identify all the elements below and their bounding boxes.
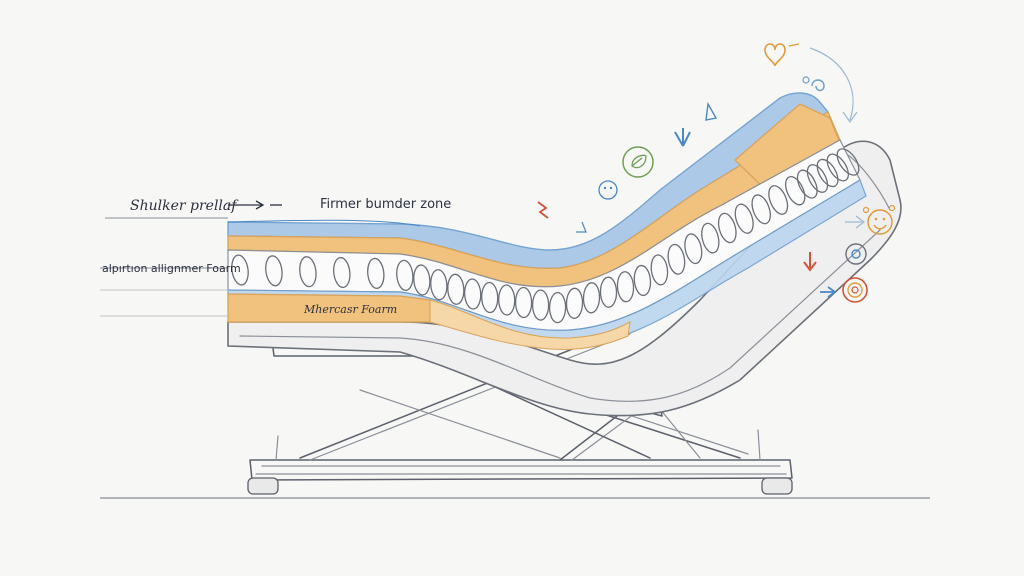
gear-icon [845,243,867,265]
coil-spring [548,291,567,324]
leaf-icon [622,146,654,178]
coil-spring [464,278,482,310]
coil-spring [796,169,818,199]
shoulder-relief-label: Shulker prellaf [130,198,239,214]
coil-spring [299,256,317,288]
coil-spring [481,281,499,314]
coil-spring [684,233,703,265]
coil-spring [447,273,465,305]
coil-spring [806,164,829,193]
coil-spring [784,175,806,206]
coil-spring [667,243,686,275]
coil-spring [826,153,850,182]
coil-spring [650,254,669,286]
flow-arrows [576,47,865,298]
coil-spring [231,254,249,286]
coil-spring [514,286,533,319]
arrow-down-icon [674,128,691,147]
arrow-up-icon [705,101,718,121]
coil-spring [633,264,652,297]
memory-foam-label: Mhercasr Foarm [303,303,397,316]
coil-spring [565,287,584,319]
coil-spring [599,276,618,308]
coil-spring [816,158,839,188]
coil-spring [531,289,550,321]
coil-spring [768,185,789,215]
coil-spring [836,148,860,176]
annotation-leaders [100,200,282,317]
coil-spring [701,222,720,254]
orange-base-layer [227,293,631,350]
coil-spring [265,255,283,287]
firmer-zone-label: Firmer bumder zone [320,197,451,212]
arrow-right-icon [820,286,837,298]
coil-spring [430,269,448,301]
heart-icon [764,43,800,67]
arrow-down-red-icon [803,252,817,272]
face-icon [598,180,618,200]
coil-spring [367,257,385,289]
coil-spring [582,282,601,314]
swirl-icon [802,76,825,92]
alignment-foam-label: alpırtıon allignmer Foarm [102,262,241,275]
target-icon [842,277,868,303]
coil-spring [717,212,737,244]
coil-spring [616,271,635,303]
coil-spring [734,203,754,234]
coil-spring [413,264,431,296]
coil-spring [333,256,351,289]
smile-icon [862,204,896,235]
coil-spring [498,284,516,316]
bolt-icon [537,201,549,219]
coil-spring [751,194,771,225]
coil-spring [396,259,414,291]
